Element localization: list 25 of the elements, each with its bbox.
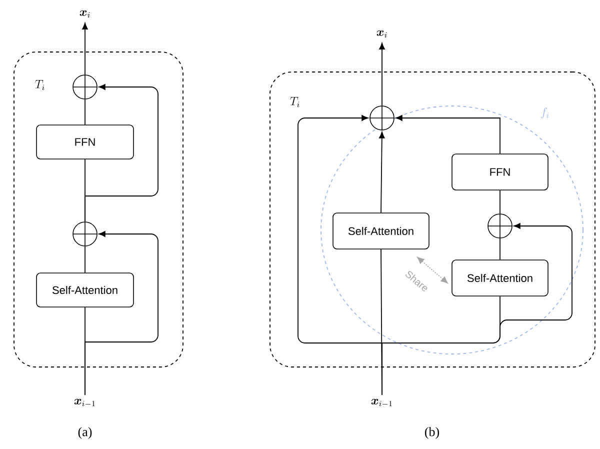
math-label: $\boldsymbol{x}_i$ <box>376 30 387 38</box>
plus-circle <box>72 74 98 100</box>
arrow <box>84 84 158 222</box>
arrow <box>379 42 385 106</box>
panel-label: (b) <box>424 427 440 439</box>
plus-circle <box>72 222 98 246</box>
connector-line <box>84 98 86 126</box>
arrow <box>379 132 385 214</box>
panel-label: (a) <box>78 427 92 439</box>
arrow <box>396 115 500 154</box>
block-box: FFN <box>452 154 548 190</box>
block-box: Self-Attention <box>36 272 134 308</box>
block-box: Self-Attention <box>452 260 548 296</box>
plus-circle <box>370 106 394 130</box>
math-label: $\boldsymbol{x}_i$ <box>80 10 90 18</box>
plus-circle <box>488 214 512 238</box>
block-box: Self-Attention <box>332 212 430 250</box>
connector-line <box>84 246 86 274</box>
math-label: $\boldsymbol{x}_{i-1}$ <box>74 398 95 406</box>
arrow <box>82 22 88 76</box>
share-arrow <box>417 257 448 284</box>
math-label: $\boldsymbol{x}_{i-1}$ <box>371 398 392 406</box>
arrow <box>382 223 572 396</box>
arrow <box>84 231 158 396</box>
block-box: FFN <box>36 124 134 160</box>
